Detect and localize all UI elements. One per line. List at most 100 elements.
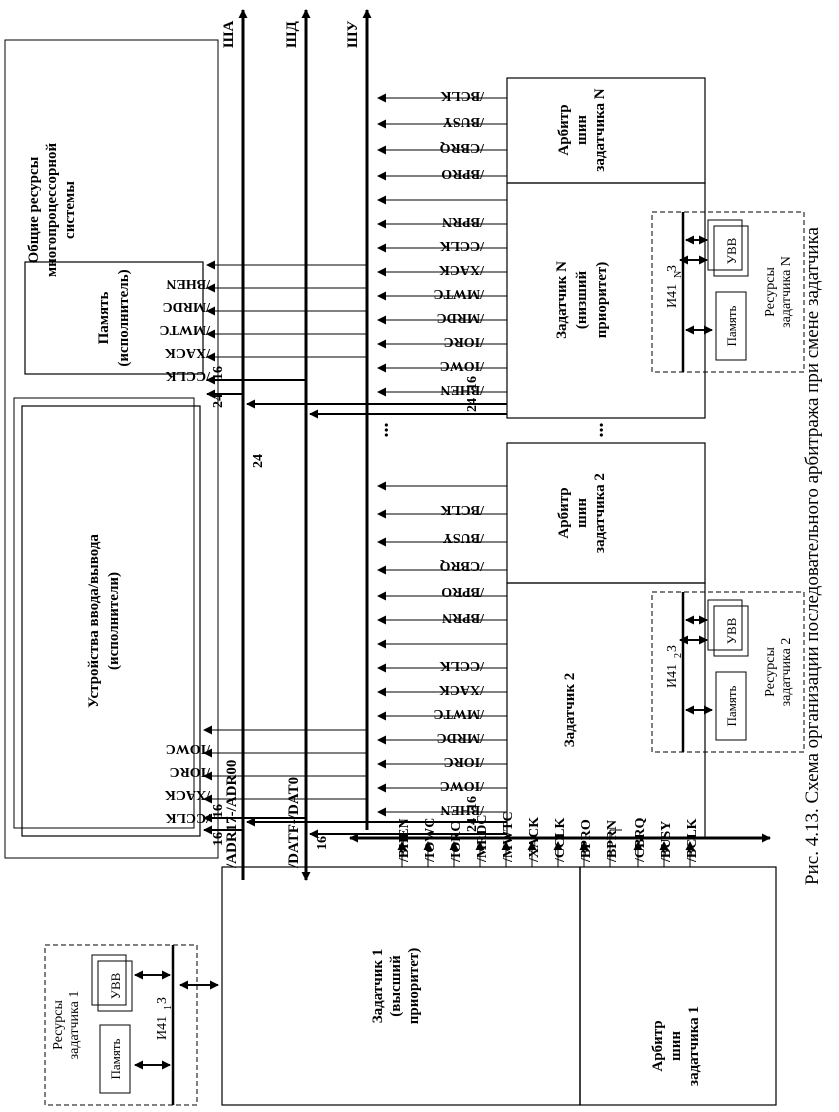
address-signal-label: /ADR17-/ADR00	[224, 760, 240, 869]
master2-uvv-box-back	[707, 599, 743, 651]
m1-sig-mwtc: /MWTC	[501, 811, 516, 863]
memory-width-16: 16	[211, 366, 226, 380]
masterN-resources-title1: Ресурсы	[763, 267, 778, 317]
masterN-uvv-box-back	[707, 219, 743, 271]
masterN-uvv-box	[713, 225, 749, 277]
masterN-local-arrows	[679, 235, 713, 335]
m2-sig-bclk: /BCLK	[440, 502, 485, 517]
io-signal-lines	[203, 725, 367, 804]
mN-sig-mwtc: /MWTC	[433, 286, 485, 301]
m2-sig-bpro: /BPRO	[441, 584, 485, 599]
master2-local-bus-sub: З	[665, 645, 680, 652]
mN-sig-bhen: /BHEN	[440, 382, 485, 397]
mem-sig-xack: /XACK	[165, 345, 211, 360]
io-signal-labels: /IOWC /IORC /XACK /CCLK	[165, 741, 211, 825]
master2-width-16: 16	[465, 796, 480, 810]
mN-sig-bclk: /BCLK	[440, 88, 485, 103]
masterN-priority-line2: приоритет)	[594, 262, 610, 339]
address-bus-width: 24	[251, 454, 266, 468]
shared-title-line2: многопроцессорной	[44, 143, 60, 278]
master1-resources-title1: Ресурсы	[51, 1000, 66, 1050]
m1-sig-bpro: /BPRO	[579, 819, 594, 863]
masterN-local-bus-label: И41	[665, 284, 680, 308]
io-sig-iowc: /IOWC	[166, 741, 211, 756]
memory-subtitle: (исполнитель)	[116, 269, 132, 366]
master2-mem-label: Память	[724, 685, 739, 726]
m2-sig-mrdc: /MRDC	[437, 730, 485, 745]
masterN-width-16: 16	[465, 376, 480, 390]
m1-sig-bprn: /BPRN	[605, 820, 620, 863]
master1-uvv-label: УВВ	[108, 972, 123, 999]
data-bus-width: 16	[315, 836, 330, 850]
mN-sig-bpro: /BPRO	[441, 166, 485, 181]
master2-arbiter-title1: Арбитр	[556, 487, 572, 538]
master2-local-bus-label: И41	[665, 664, 680, 688]
mN-sig-iowc: /IOWC	[440, 358, 485, 373]
memory-signal-labels: /BHEN /MRDC /MWTC /XACK /CCLK	[159, 276, 211, 383]
master1-arbiter-title1: Арбитр	[650, 1020, 666, 1071]
master2-arbiter-title3: задатчика 2	[592, 473, 608, 553]
master2-resources-box	[651, 591, 805, 753]
masterN-uvv-label: УВВ	[724, 237, 739, 264]
master1-uvv-box	[97, 960, 133, 1012]
masterN-name: Задатчик N	[554, 261, 570, 339]
master2-signal-labels: /BHEN /IOWC /IORC /MRDC /MWTC /XACK /CCL…	[433, 502, 485, 817]
mN-sig-bprn: /BPRN	[442, 214, 485, 229]
masterN-signal-labels: /BHEN /IOWC /IORC /MRDC /MWTC /XACK /CCL…	[433, 88, 485, 397]
io-box-back	[13, 397, 195, 829]
m1-sig-iorc: /IORC	[449, 822, 464, 863]
m2-sig-iowc: /IOWC	[440, 778, 485, 793]
memory-box	[24, 261, 204, 375]
master1-arbiter-title2: шин	[668, 1031, 684, 1061]
master2-width-24: 24	[465, 818, 480, 832]
memory-width-24: 24	[211, 394, 226, 408]
io-box	[21, 405, 201, 837]
master2-uvv-label: УВВ	[724, 617, 739, 644]
ellipsis-bus: ...	[371, 423, 393, 438]
mem-sig-cclk: /CCLK	[166, 368, 211, 383]
master1-uvv-box-back	[91, 954, 127, 1006]
masterN-local-bus-index: N	[673, 271, 684, 278]
master1-signal-lines	[397, 829, 695, 867]
mN-sig-xack: /XACK	[439, 262, 485, 277]
master1-resources-title2: задатчика 1	[67, 991, 82, 1060]
master2-uvv-box	[713, 605, 749, 657]
m2-sig-mwtc: /MWTC	[433, 706, 485, 721]
shared-title-line1: Общие ресурсы	[26, 156, 42, 263]
control-bus-label: ШУ	[345, 21, 361, 48]
m2-sig-iorc: /IORC	[444, 754, 485, 769]
memory-title: Память	[96, 292, 112, 345]
master1-priority-line2: приоритет)	[406, 948, 422, 1025]
masterN-mem-box	[715, 291, 747, 361]
masterN-resources-title2: задатчика N	[779, 256, 794, 328]
m2-sig-xack: /XACK	[439, 682, 485, 697]
master2-local-arrows	[679, 615, 713, 715]
master2-signal-lines	[377, 481, 507, 817]
masterN-arbiter-box	[506, 77, 706, 184]
m1-sig-xack: /XACK	[527, 817, 542, 863]
m1-sig-iowc: /IOWC	[423, 818, 438, 863]
master1-resources-box	[44, 944, 198, 1106]
m1-sig-busy: /BUSY	[659, 821, 674, 863]
m1-sig-cclk: /CCLK	[553, 818, 568, 863]
memory-signal-lines	[206, 260, 367, 362]
master1-mem-label: Память	[108, 1038, 123, 1079]
master1-arbiter-box	[579, 866, 777, 1106]
io-sig-iorc: /IORC	[170, 764, 211, 779]
m2-sig-cclk: /CCLK	[440, 658, 485, 673]
m1-sig-cbrq: /CBRQ	[633, 818, 648, 863]
m2-sig-bhen: /BHEN	[440, 802, 485, 817]
m2-sig-cbrq: /CBRQ	[440, 558, 485, 573]
master1-local-arrows	[134, 970, 219, 1070]
io-width-16: 16	[211, 804, 226, 818]
mN-sig-mrdc: /MRDC	[437, 310, 485, 325]
masterN-arbiter-title3: задатчика N	[592, 88, 608, 171]
master1-local-bus-sub: З	[155, 997, 170, 1004]
masterN-width-24: 24	[465, 398, 480, 412]
mN-sig-busy: /BUSY	[443, 114, 485, 129]
io-sig-xack: /XACK	[165, 787, 211, 802]
master1-priority-line1: (высший	[388, 955, 404, 1017]
m1-sig-bhen: /BHEN	[397, 818, 412, 863]
ellipsis-masters: ...	[586, 423, 608, 438]
